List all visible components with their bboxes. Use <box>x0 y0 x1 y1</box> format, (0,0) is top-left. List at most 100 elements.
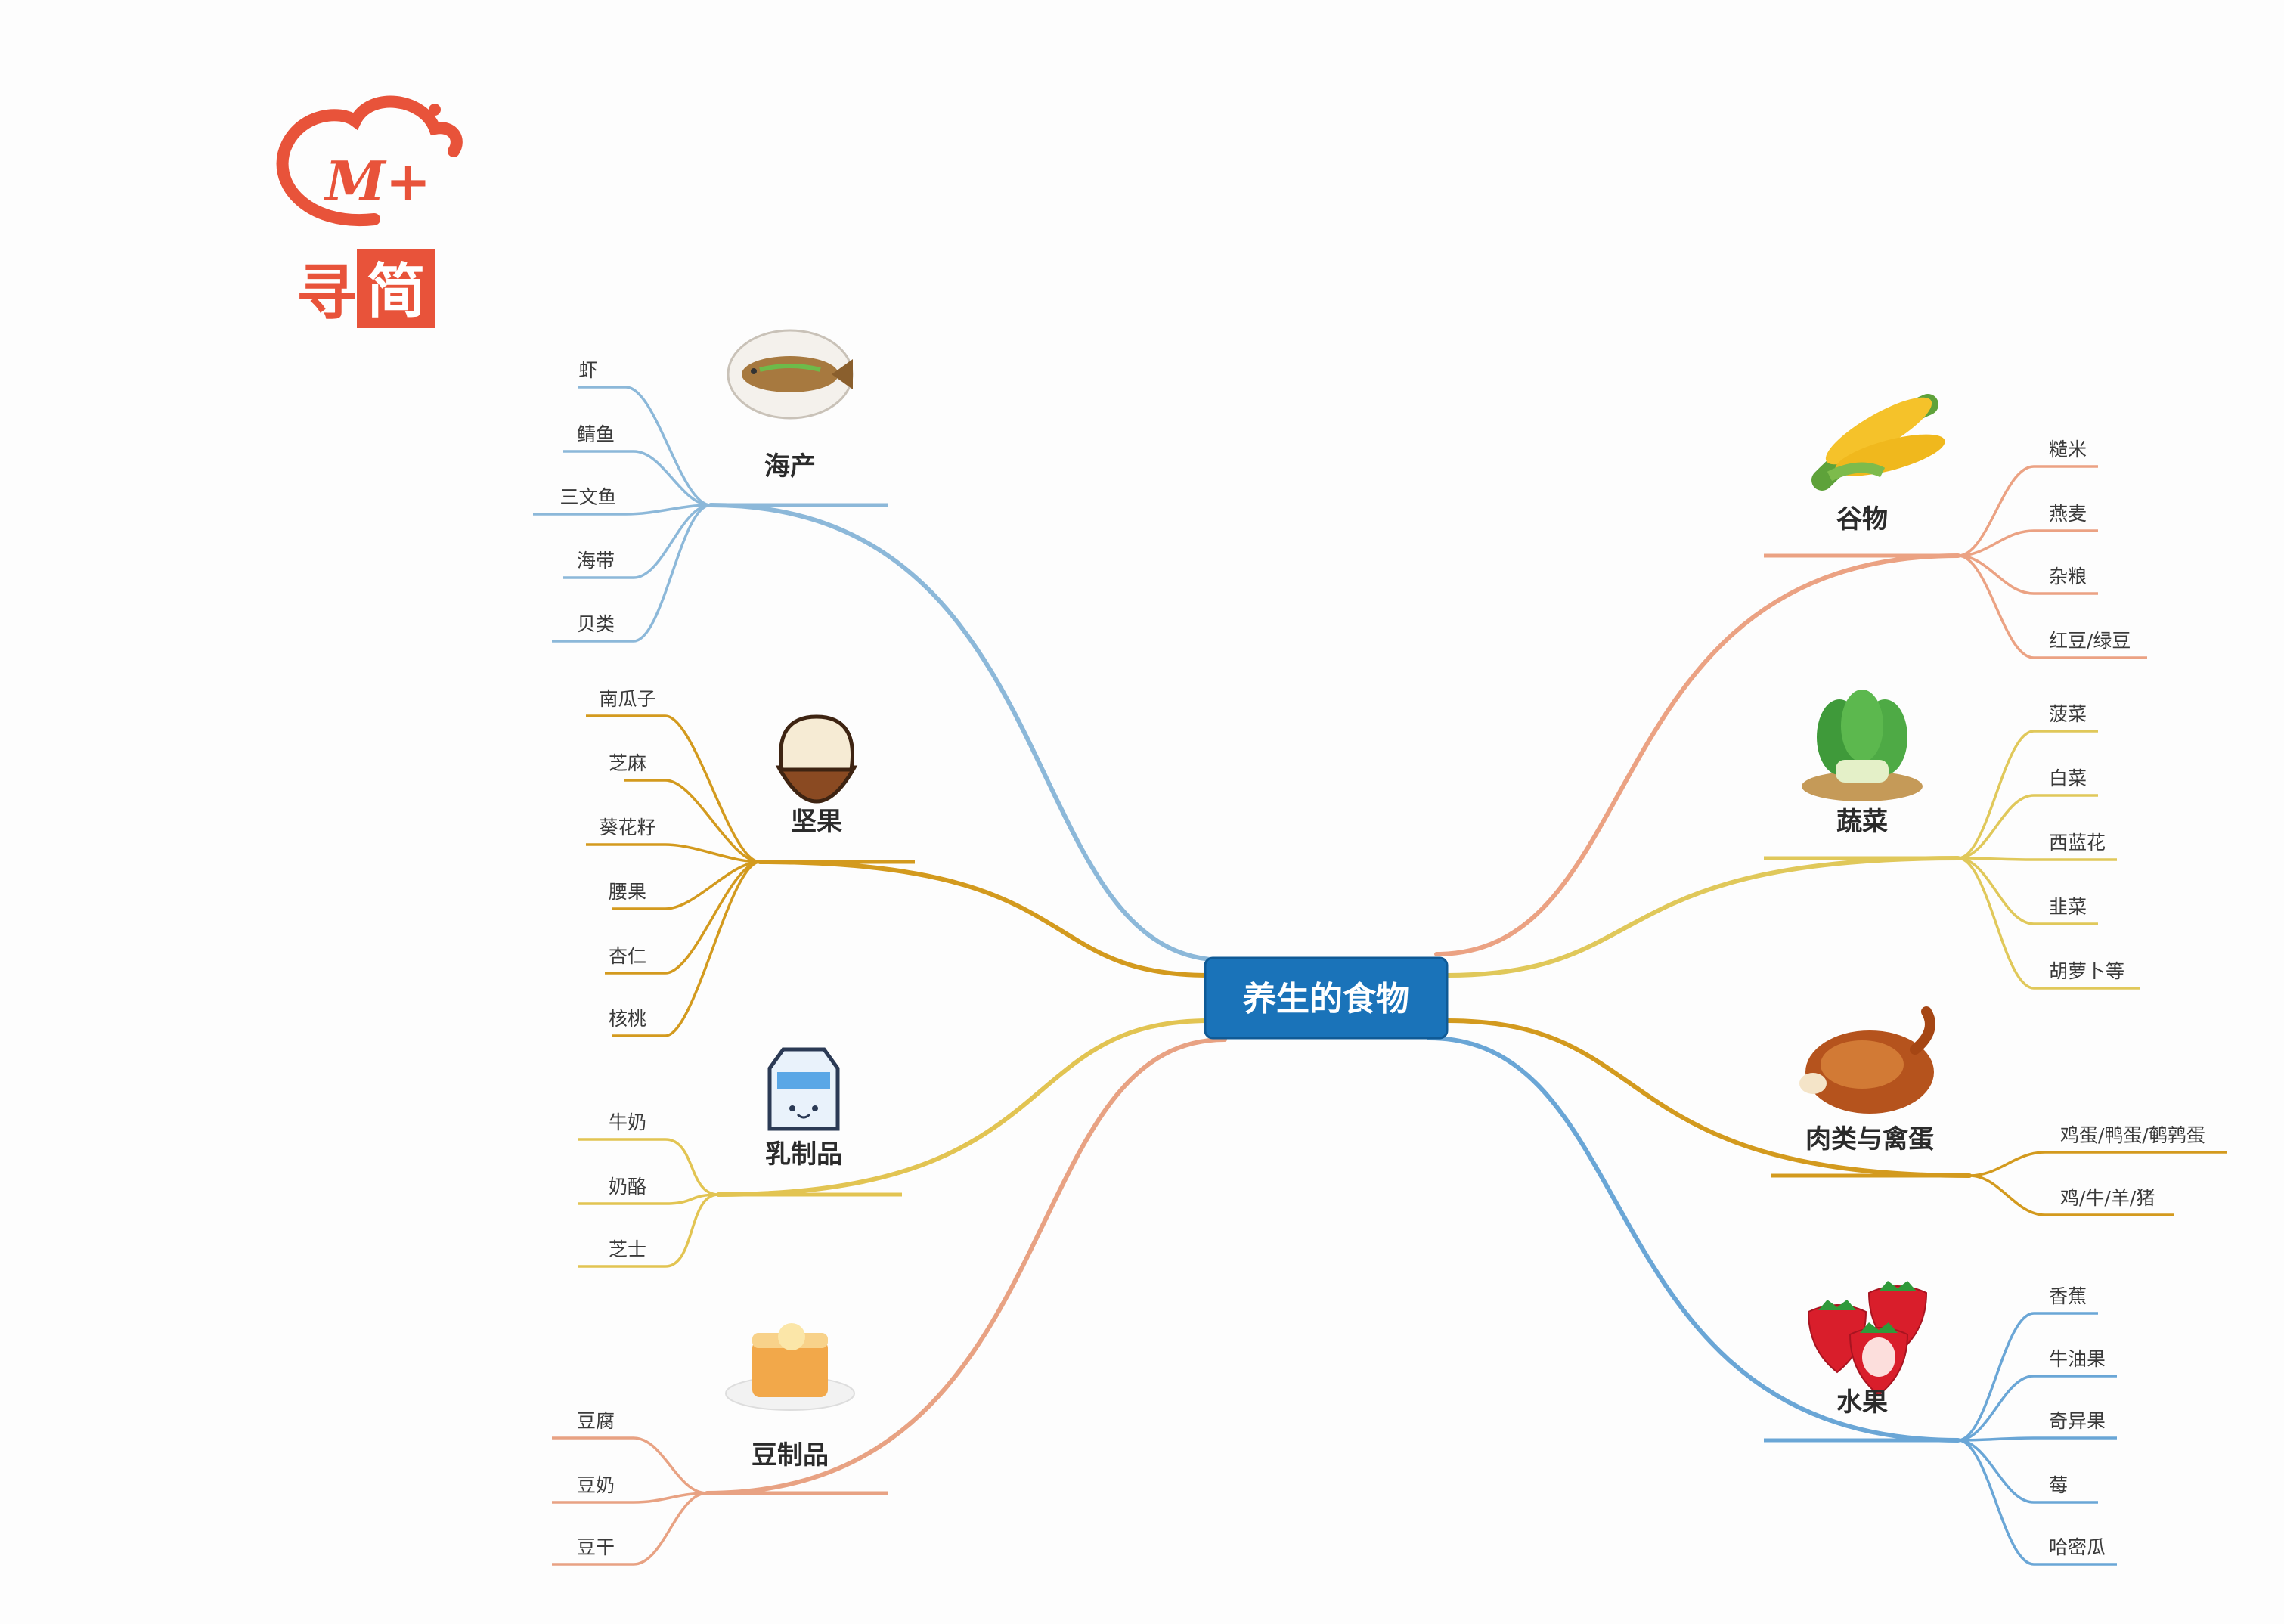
leaf-label: 芝麻 <box>609 752 646 774</box>
leaf-soy-0[interactable]: 豆腐 <box>552 1410 708 1495</box>
leaf-connector <box>1957 794 2035 860</box>
leaf-connector <box>625 386 711 507</box>
leaf-veg-4[interactable]: 胡萝卜等 <box>1957 857 2140 990</box>
leaf-seafood-0[interactable]: 虾 <box>578 359 711 507</box>
leaf-connector <box>1957 554 2035 659</box>
leaf-connector <box>1957 554 2035 595</box>
leaf-nuts-1[interactable]: 芝麻 <box>609 752 761 863</box>
leaf-connector <box>1957 857 2035 990</box>
leaf-label: 南瓜子 <box>599 688 655 710</box>
leaf-label: 牛奶 <box>609 1111 646 1133</box>
leaf-fruit-4[interactable]: 哈密瓜 <box>1957 1439 2117 1566</box>
leaf-seafood-4[interactable]: 贝类 <box>552 504 711 643</box>
leaf-connector <box>1957 529 2035 557</box>
branch-label-grains[interactable]: 谷物 <box>1836 504 1888 535</box>
leaf-fruit-0[interactable]: 香蕉 <box>1957 1285 2098 1442</box>
leaf-connector <box>1957 465 2035 557</box>
leaf-label: 豆干 <box>577 1536 615 1558</box>
branch-connector-nuts <box>758 860 1212 978</box>
leaf-connector <box>633 1436 708 1495</box>
branch-connector-dairy <box>716 1018 1212 1197</box>
milk-carton-icon <box>767 1047 840 1131</box>
leaf-connector <box>1957 1436 2035 1442</box>
leaf-connector <box>665 1193 719 1268</box>
leaf-veg-1[interactable]: 白菜 <box>1957 767 2098 860</box>
branch-connector-seafood <box>708 503 1227 962</box>
leaf-grains-1[interactable]: 燕麦 <box>1957 503 2098 557</box>
leaf-dairy-0[interactable]: 牛奶 <box>578 1111 719 1196</box>
leaf-label: 韭菜 <box>2049 896 2087 918</box>
branch-label-veg[interactable]: 蔬菜 <box>1836 807 1888 837</box>
leaf-seafood-2[interactable]: 三文鱼 <box>533 486 711 516</box>
leaf-nuts-5[interactable]: 核桃 <box>609 860 761 1037</box>
branch-label-nuts[interactable]: 坚果 <box>791 807 842 837</box>
leaf-fruit-3[interactable]: 莓 <box>1957 1439 2098 1504</box>
leaf-connector <box>665 779 761 863</box>
leaf-dairy-2[interactable]: 芝士 <box>578 1193 719 1268</box>
leaf-nuts-0[interactable]: 南瓜子 <box>586 688 761 863</box>
leaf-connector <box>665 860 761 910</box>
leaf-label: 鲭鱼 <box>577 423 615 445</box>
leaf-label: 鸡/牛/羊/猪 <box>2060 1187 2155 1209</box>
leaf-dairy-1[interactable]: 奶酪 <box>578 1176 719 1205</box>
leaf-label: 奇异果 <box>2049 1410 2106 1432</box>
leaf-label: 鸡蛋/鸭蛋/鹌鹑蛋 <box>2060 1124 2205 1146</box>
leaf-connector <box>1957 730 2035 860</box>
leaf-connector <box>1957 1439 2035 1504</box>
leaf-grains-0[interactable]: 糙米 <box>1957 439 2098 557</box>
leaf-label: 莓 <box>2049 1474 2068 1496</box>
leaf-connector <box>633 504 711 643</box>
leaf-connector <box>1969 1174 2046 1216</box>
leaf-grains-3[interactable]: 红豆/绿豆 <box>1957 554 2147 659</box>
leaf-connector <box>665 1193 719 1205</box>
central-topic[interactable]: 养生的食物 <box>1204 956 1449 1040</box>
branch-label-meat[interactable]: 肉类与禽蛋 <box>1805 1124 1934 1154</box>
leaf-seafood-1[interactable]: 鲭鱼 <box>563 423 711 507</box>
leaf-grains-2[interactable]: 杂粮 <box>1957 554 2098 595</box>
leaf-label: 燕麦 <box>2049 503 2087 525</box>
branch-connector-soy <box>705 1037 1227 1495</box>
leaf-veg-2[interactable]: 西蓝花 <box>1957 832 2117 861</box>
leaf-connector <box>665 1138 719 1196</box>
leaf-connector <box>1957 1375 2035 1442</box>
leaf-soy-1[interactable]: 豆奶 <box>552 1474 708 1504</box>
leaf-connector <box>1957 857 2035 925</box>
leaf-meat-1[interactable]: 鸡/牛/羊/猪 <box>1969 1174 2174 1216</box>
leaf-label: 三文鱼 <box>559 486 616 508</box>
leaf-label: 杂粮 <box>2049 566 2087 587</box>
tofu-icon <box>725 1323 855 1411</box>
leaf-soy-2[interactable]: 豆干 <box>552 1492 708 1566</box>
leaf-connector <box>665 860 761 975</box>
leaf-connector <box>633 450 711 507</box>
leaf-label: 香蕉 <box>2049 1285 2087 1307</box>
leaf-connector <box>1957 857 2035 861</box>
logo-text-left: 寻 <box>296 258 357 328</box>
leaf-seafood-3[interactable]: 海带 <box>563 504 711 579</box>
leaf-fruit-2[interactable]: 奇异果 <box>1957 1410 2117 1442</box>
nut-icon <box>775 714 858 804</box>
leaf-meat-0[interactable]: 鸡蛋/鸭蛋/鹌鹑蛋 <box>1969 1124 2227 1177</box>
steamed-fish-icon <box>727 329 854 420</box>
leaf-veg-0[interactable]: 菠菜 <box>1957 703 2098 860</box>
leaf-nuts-4[interactable]: 杏仁 <box>605 860 761 975</box>
leaf-veg-3[interactable]: 韭菜 <box>1957 857 2098 925</box>
leaf-label: 菠菜 <box>2049 703 2087 725</box>
branch-label-fruit[interactable]: 水果 <box>1836 1387 1888 1418</box>
branch-label-soy[interactable]: 豆制品 <box>752 1440 829 1471</box>
logo-mark: M+ <box>323 149 431 213</box>
leaf-nuts-3[interactable]: 腰果 <box>609 860 761 910</box>
leaf-connector <box>1969 1151 2046 1177</box>
branch-label-dairy[interactable]: 乳制品 <box>765 1139 842 1170</box>
branch-label-seafood[interactable]: 海产 <box>764 451 816 482</box>
leaf-fruit-1[interactable]: 牛油果 <box>1957 1348 2117 1442</box>
leaf-label: 哈密瓜 <box>2049 1536 2106 1558</box>
leaf-connector <box>633 1492 708 1566</box>
leaf-label: 糙米 <box>2049 439 2087 460</box>
leaf-label: 豆奶 <box>577 1474 615 1496</box>
leaf-nuts-2[interactable]: 葵花籽 <box>586 817 761 863</box>
connector-layer <box>705 503 1972 1495</box>
leaf-connector <box>665 860 761 1037</box>
